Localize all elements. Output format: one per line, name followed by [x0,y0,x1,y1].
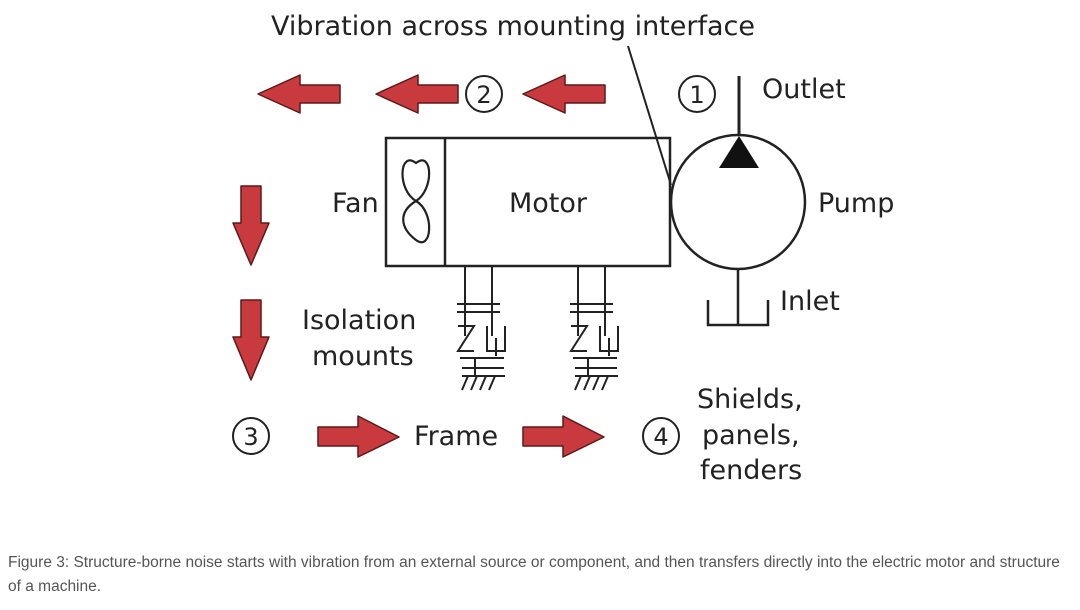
marker-4: 4 [642,417,680,455]
isolation-mount-1 [456,266,506,391]
shields-label-line3: fenders [700,455,802,486]
marker-2: 2 [465,75,503,113]
inlet-label: Inlet [780,286,840,317]
top-arrows [257,74,606,114]
arrow-down-2 [232,299,270,381]
outlet-label: Outlet [762,74,846,105]
structure-borne-noise-diagram: Vibration across mounting interface 2 1 … [232,11,894,486]
marker-4-circle [642,417,680,455]
marker-2-number: 2 [476,81,491,109]
marker-3: 3 [232,417,270,455]
pump-label: Pump [818,188,894,219]
arrow-right-1 [317,415,400,458]
motor-label: Motor [509,188,588,219]
figure-caption: Figure 3: Structure-borne noise starts w… [8,554,1060,595]
inlet-pipe [706,269,770,327]
marker-4-number: 4 [653,423,668,451]
marker-3-circle [232,417,270,455]
marker-1-circle [678,75,716,113]
fan-icon [401,159,431,244]
arrow-left-1 [257,74,341,114]
bottom-arrows [317,415,605,458]
mounting-interface-leader-line [627,45,672,186]
shields-label-line1: Shields, [697,384,803,415]
isolation-mounts-label-line1: Isolation [302,305,416,336]
arrow-left-2 [375,74,459,114]
marker-3-number: 3 [243,423,258,451]
pump-direction-triangle-icon [719,136,759,168]
isolation-mounts-label-line2: mounts [312,341,414,372]
marker-2-circle [465,75,503,113]
left-arrows [232,185,270,381]
arrow-right-2 [522,415,605,458]
marker-1: 1 [678,75,716,113]
marker-1-number: 1 [689,81,704,109]
isolation-mount-2 [569,266,619,391]
arrow-left-3 [522,74,606,114]
title-label: Vibration across mounting interface [271,11,755,42]
arrow-down-1 [232,185,270,266]
shields-label-line2: panels, [702,420,800,451]
fan-label: Fan [332,188,379,219]
frame-label: Frame [414,421,498,452]
